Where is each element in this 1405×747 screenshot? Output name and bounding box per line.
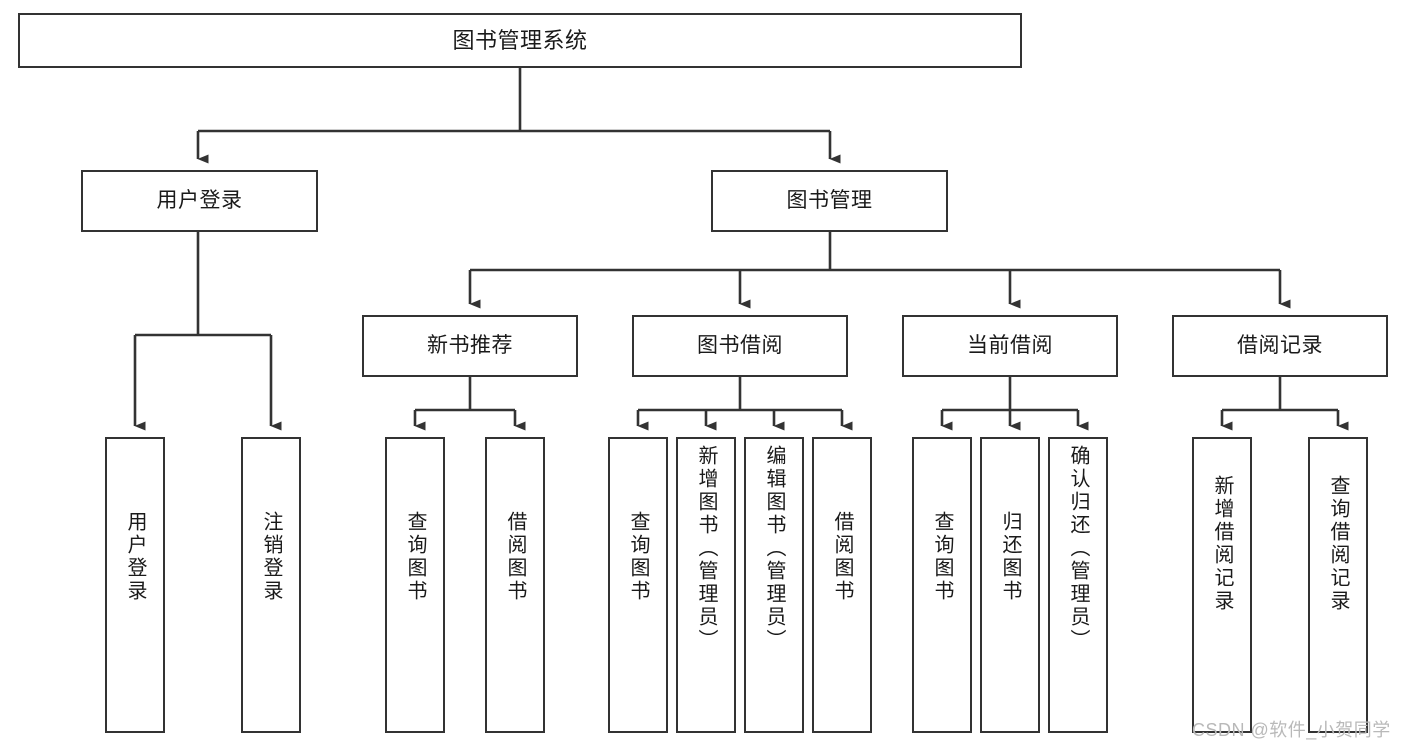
leaf-borrowrecord-query-record-label: 查询借阅记录 [1327, 475, 1349, 613]
leaf-currentborrow-return-book[interactable]: 归还图书 [980, 437, 1040, 733]
node-current-borrow-label: 当前借阅 [967, 333, 1053, 357]
leaf-bookborrow-add-book-label: 新增图书（管理员） [695, 445, 717, 652]
leaf-user-login-label: 用户登录 [124, 511, 146, 603]
node-new-book-recommend[interactable]: 新书推荐 [362, 315, 578, 377]
node-book-borrow[interactable]: 图书借阅 [632, 315, 848, 377]
node-root[interactable]: 图书管理系统 [18, 13, 1022, 68]
leaf-bookborrow-edit-book-label: 编辑图书（管理员） [763, 445, 785, 652]
leaf-bookborrow-add-book[interactable]: 新增图书（管理员） [676, 437, 736, 733]
node-borrow-record-label: 借阅记录 [1237, 333, 1323, 357]
node-user-login-label: 用户登录 [156, 188, 243, 212]
leaf-currentborrow-query-book-label: 查询图书 [931, 511, 953, 603]
leaf-user-login[interactable]: 用户登录 [105, 437, 165, 733]
leaf-newbook-borrow-book-label: 借阅图书 [504, 511, 526, 603]
node-book-manage-label: 图书管理 [786, 188, 873, 212]
leaf-borrowrecord-query-record[interactable]: 查询借阅记录 [1308, 437, 1368, 733]
leaf-bookborrow-edit-book[interactable]: 编辑图书（管理员） [744, 437, 804, 733]
leaf-borrowrecord-add-record-label: 新增借阅记录 [1211, 475, 1233, 613]
leaf-bookborrow-query-book-label: 查询图书 [627, 511, 649, 603]
leaf-logout-login[interactable]: 注销登录 [241, 437, 301, 733]
node-current-borrow[interactable]: 当前借阅 [902, 315, 1118, 377]
node-user-login[interactable]: 用户登录 [81, 170, 318, 232]
node-borrow-record[interactable]: 借阅记录 [1172, 315, 1388, 377]
leaf-bookborrow-borrow-book[interactable]: 借阅图书 [812, 437, 872, 733]
node-root-label: 图书管理系统 [452, 27, 588, 53]
leaf-bookborrow-borrow-book-label: 借阅图书 [831, 511, 853, 603]
leaf-newbook-query-book[interactable]: 查询图书 [385, 437, 445, 733]
leaf-newbook-query-book-label: 查询图书 [404, 511, 426, 603]
node-book-borrow-label: 图书借阅 [697, 333, 783, 357]
leaf-currentborrow-return-book-label: 归还图书 [999, 511, 1021, 603]
leaf-currentborrow-query-book[interactable]: 查询图书 [912, 437, 972, 733]
leaf-newbook-borrow-book[interactable]: 借阅图书 [485, 437, 545, 733]
leaf-currentborrow-confirm-return-label: 确认归还（管理员） [1067, 445, 1089, 652]
node-new-book-recommend-label: 新书推荐 [427, 333, 513, 357]
node-book-manage[interactable]: 图书管理 [711, 170, 948, 232]
leaf-bookborrow-query-book[interactable]: 查询图书 [608, 437, 668, 733]
leaf-currentborrow-confirm-return[interactable]: 确认归还（管理员） [1048, 437, 1108, 733]
leaf-logout-login-label: 注销登录 [260, 511, 282, 603]
leaf-borrowrecord-add-record[interactable]: 新增借阅记录 [1192, 437, 1252, 733]
